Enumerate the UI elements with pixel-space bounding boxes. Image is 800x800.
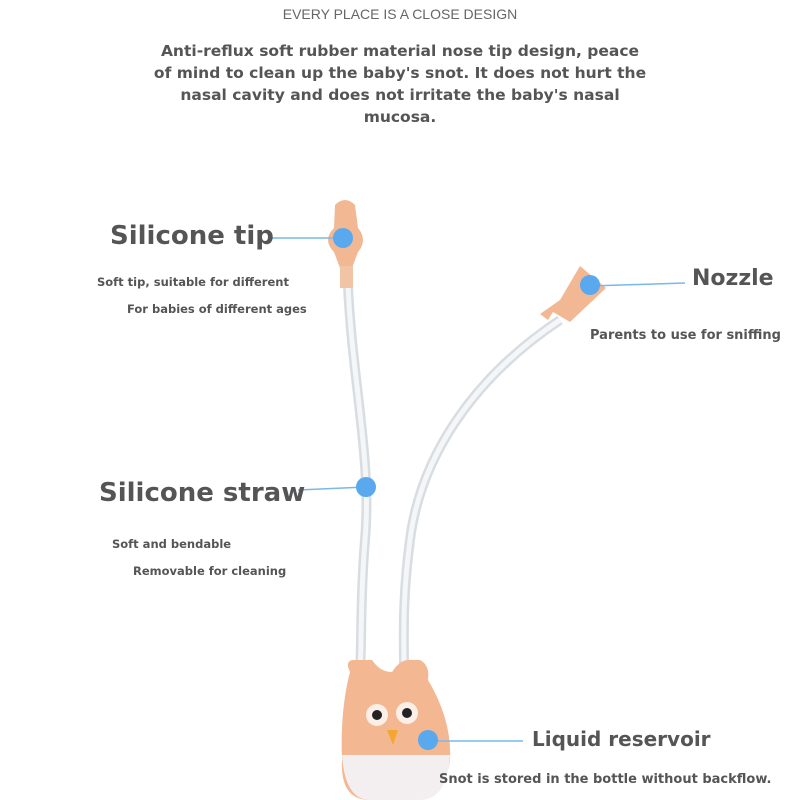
silicone-straw-desc-2: Removable for cleaning [133, 564, 287, 578]
silicone-tip-desc-2: For babies of different ages [127, 302, 307, 316]
right-straw [398, 315, 563, 673]
marker-silicone-tip [333, 228, 353, 248]
liquid-reservoir-title: Liquid reservoir [532, 727, 711, 751]
nozzle-desc: Parents to use for sniffing [590, 328, 781, 343]
intro-text: Anti-reflux soft rubber material nose ti… [153, 42, 647, 126]
marker-silicone-straw [356, 477, 376, 497]
owl-beak [387, 730, 398, 745]
header-tagline: EVERY PLACE IS A CLOSE DESIGN [282, 6, 518, 22]
nozzle-title: Nozzle [692, 266, 774, 291]
marker-liquid-reservoir [418, 730, 438, 750]
silicone-straw-title: Silicone straw [99, 478, 306, 508]
liquid-reservoir-desc: Snot is stored in the bottle without bac… [439, 772, 772, 787]
silicone-tip-title: Silicone tip [110, 221, 274, 251]
marker-nozzle [580, 275, 600, 295]
silicone-tip-desc-1: Soft tip, suitable for different [97, 275, 289, 289]
callout-lines [268, 237, 686, 742]
silicone-straw-desc-1: Soft and bendable [112, 537, 232, 551]
nozzle [540, 266, 606, 322]
